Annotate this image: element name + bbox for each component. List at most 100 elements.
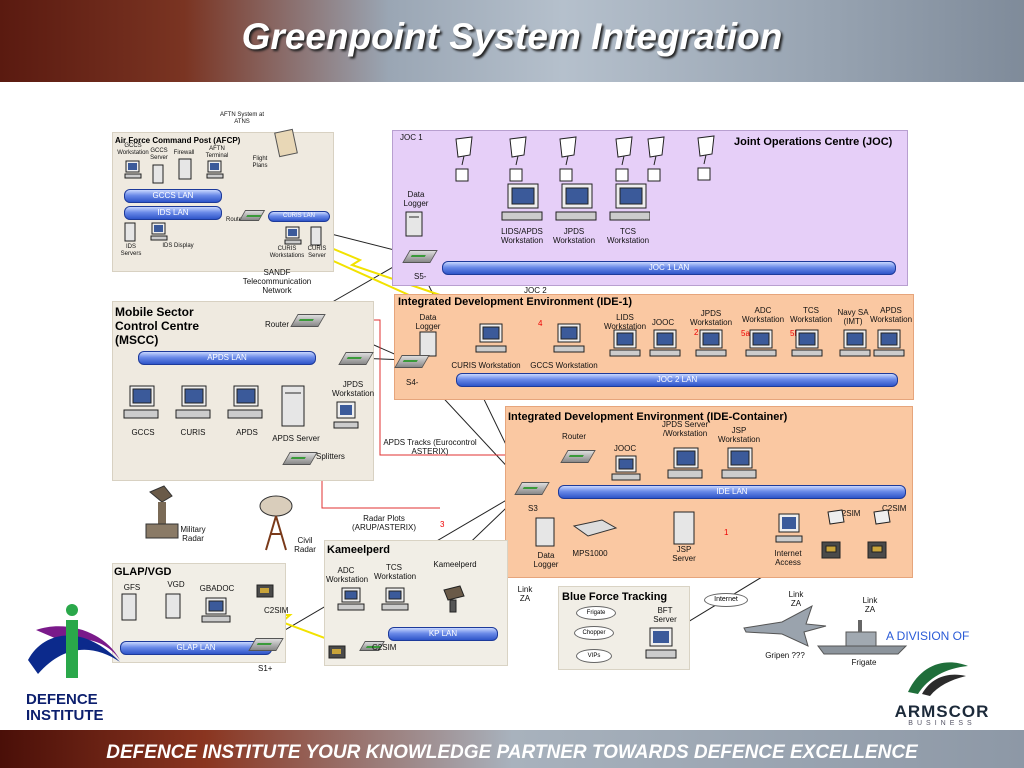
- internet-access-label: Internet Access: [774, 549, 802, 567]
- internet-node: Internet: [704, 593, 748, 607]
- apds-server-icon: [281, 385, 305, 427]
- footer-text: DEFENCE INSTITUTE YOUR KNOWLEDGE PARTNER…: [106, 742, 918, 763]
- kp-lan: KP LAN: [388, 627, 498, 641]
- ide1-workstation-icons: [475, 323, 905, 357]
- curis-lan: CURIS LAN: [268, 211, 330, 222]
- gfs-label: GFS: [123, 583, 141, 592]
- server-icon: [152, 164, 164, 184]
- link-za-2-label: Link ZA: [788, 590, 804, 608]
- flight-plans-label: Flight Plans: [252, 156, 268, 169]
- kp-tcs-label: TCS Workstation: [374, 563, 417, 581]
- ide1-curis-label: CURIS Workstation: [451, 361, 521, 370]
- glap-device-icons: [121, 593, 231, 623]
- display-icon: [697, 135, 715, 181]
- jsp-server-label: JSP Server: [672, 545, 696, 563]
- vips-node: VIPs: [576, 649, 612, 663]
- ide1-adc-label: ADC Workstation: [741, 306, 785, 324]
- title-bar: [0, 0, 1024, 82]
- lids-apds-label: LIDS/APDS Workstation: [500, 227, 544, 245]
- gripen-icon: [743, 604, 827, 647]
- mscc-title: Mobile Sector Control Centre (MSCC): [115, 305, 199, 347]
- idec-workstation-icons: [611, 447, 757, 481]
- curis-server-label: CURIS Server: [307, 246, 327, 259]
- mscc-jpds-label: JPDS Workstation: [331, 380, 375, 398]
- frigate-icon: [817, 620, 908, 655]
- marker-2: 2: [694, 328, 699, 337]
- armscor-business: BUSINESS: [908, 720, 976, 727]
- chopper-node: Chopper: [574, 626, 614, 640]
- workstation-icon: [284, 226, 302, 245]
- workstation-icon: [150, 222, 168, 241]
- ide1-tcs-label: TCS Workstation: [789, 306, 833, 324]
- s3-label: S3: [528, 504, 538, 513]
- firewall-icon: [178, 158, 192, 180]
- joc-data-logger-label: Data Logger: [403, 190, 429, 208]
- military-radar-label: Military Radar: [180, 525, 206, 543]
- civil-radar-label: Civil Radar: [294, 536, 316, 554]
- bft-server-label: BFT Server: [653, 606, 677, 624]
- c2sim-devices-icon: [821, 509, 891, 559]
- marker-4: 4: [538, 319, 543, 328]
- joc2-lan: JOC 2 LAN: [456, 373, 898, 387]
- gccs-server-label: GCCS Server: [150, 148, 168, 161]
- gbadoc-label: GBADOC: [199, 584, 235, 593]
- frigate-label: Frigate: [851, 658, 877, 667]
- frigate-node: Frigate: [576, 606, 616, 620]
- s5-label: S5-: [414, 272, 427, 281]
- curis-workstations-label: CURIS Workstations: [269, 246, 305, 259]
- c2sim-b-label: C2SIM: [882, 504, 907, 513]
- radar-plots-label: Radar Plots (ARUP/ASTERIX): [351, 514, 416, 532]
- kp-adc-label: ADC Workstation: [326, 566, 369, 584]
- kameelperd-title: Kameelperd: [327, 544, 390, 556]
- bft-title: Blue Force Tracking: [562, 591, 668, 603]
- link-za-3-label: Link ZA: [862, 596, 878, 614]
- link-za-label: Link ZA: [517, 585, 533, 603]
- ids-servers-label: IDS Servers: [120, 244, 142, 257]
- ids-display-label: IDS Display: [162, 243, 194, 249]
- sandf-network-label: SANDF Telecommunication Network: [242, 268, 312, 295]
- joc-workstation-icons: [501, 183, 650, 221]
- server-icon: [310, 226, 322, 246]
- kp-c2sim-label: C2SIM: [372, 643, 397, 652]
- idec-jooc-label: JOOC: [613, 444, 637, 453]
- footer-bar: [0, 730, 1024, 768]
- apds-server-label: APDS Server: [272, 434, 320, 443]
- ide1-data-logger-label: Data Logger: [415, 313, 441, 331]
- gripen-label: Gripen ???: [765, 651, 805, 660]
- apds-tracks-label: APDS Tracks (Eurocontrol ASTERIX): [383, 438, 477, 456]
- kameelperd-label: Kameelperd: [433, 560, 477, 569]
- gccs-lan: GCCS LAN: [124, 189, 222, 203]
- jsp-server-icon: [673, 511, 695, 545]
- afcp-router-label: Router: [225, 217, 244, 223]
- aftn-terminal-label: AFTN Terminal: [205, 146, 229, 159]
- mps1000-label: MPS1000: [572, 549, 608, 558]
- apds-lan: APDS LAN: [138, 351, 316, 365]
- glap-title: GLAP/VGD: [114, 566, 172, 578]
- ids-servers-icon: [124, 222, 136, 242]
- data-logger-icon: [535, 517, 555, 547]
- division-label: A DIVISION OF: [886, 629, 970, 643]
- ide1-apds-label: APDS Workstation: [869, 306, 913, 324]
- glap-lan: GLAP LAN: [120, 641, 272, 655]
- glap-c2sim-label: C2SIM: [264, 606, 289, 615]
- mscc-curis-label: CURIS: [180, 428, 206, 437]
- mscc-gccs-label: GCCS: [131, 428, 155, 437]
- joc2-label: JOC 2: [524, 286, 547, 295]
- jsp-workstation-label: JSP Workstation: [717, 426, 761, 444]
- mscc-workstation-icons: [123, 385, 263, 419]
- mscc-apds-label: APDS: [236, 428, 258, 437]
- marker-3: 3: [440, 520, 445, 529]
- joc-display-icons: [455, 136, 665, 182]
- kp-icons: [337, 585, 465, 613]
- ide1-gccs-label: GCCS Workstation: [530, 361, 598, 370]
- joc-title: Joint Operations Centre (JOC): [734, 136, 893, 148]
- ide1-jooc-label: JOOC: [651, 318, 675, 327]
- workstation-icon: [333, 401, 359, 429]
- marker-5a: 5a: [741, 329, 750, 338]
- ide1-title: Integrated Development Environment (IDE-…: [398, 296, 633, 308]
- idec-router-label: Router: [562, 432, 587, 441]
- armscor-wordmark: ARMSCOR: [894, 702, 990, 721]
- splitters-label: Splitters: [316, 452, 345, 461]
- ide-container-title: Integrated Development Environment (IDE-…: [508, 411, 788, 423]
- afcp-title: Air Force Command Post (AFCP): [115, 136, 241, 145]
